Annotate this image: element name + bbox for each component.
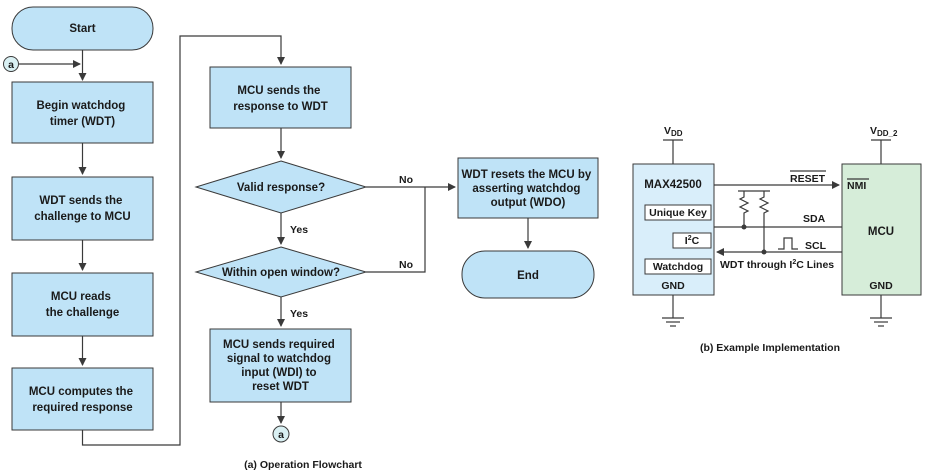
i2c-block xyxy=(672,232,712,249)
chip-name: MAX42500 xyxy=(644,179,702,191)
mcu-label: MCU xyxy=(868,226,894,238)
flowchart-caption: (a) Operation Flowchart xyxy=(244,459,362,471)
unique-key-label: Unique Key xyxy=(649,207,707,219)
valid-response-label: Valid response? xyxy=(237,182,325,194)
no-label-2: No xyxy=(399,259,413,271)
watchdog-block xyxy=(644,258,712,275)
sda-label: SDA xyxy=(803,213,826,225)
wdt-reset-box xyxy=(457,157,599,219)
sends-signal-box xyxy=(209,328,352,403)
yes-label-1: Yes xyxy=(290,224,308,236)
vdd-label: VDD xyxy=(664,125,683,138)
connector-a-bottom: a xyxy=(272,425,290,443)
chip-gnd-label: GND xyxy=(661,280,685,292)
reads-challenge-box xyxy=(11,272,154,337)
reset-label: RESET xyxy=(790,173,826,185)
connector-a-top: a xyxy=(3,56,19,72)
i2c-label: I2C xyxy=(685,235,700,247)
end-label: End xyxy=(517,270,539,282)
end-terminal xyxy=(461,250,595,299)
clock-pulse-icon xyxy=(778,237,798,250)
svg-text:a: a xyxy=(8,59,14,71)
sends-challenge-box xyxy=(11,176,154,241)
computes-response-text: MCU computes the required response xyxy=(29,386,136,414)
reads-challenge-text: MCU reads the challenge xyxy=(46,291,120,319)
sends-challenge-text: WDT sends the challenge to MCU xyxy=(34,195,130,223)
sends-response-text: MCU sends the response to WDT xyxy=(233,85,328,113)
mcu-gnd-label: GND xyxy=(869,280,893,292)
sends-signal-text: MCU sends required signal to watchdog in… xyxy=(223,339,338,393)
computes-response-box xyxy=(11,367,154,431)
sends-response-box xyxy=(209,66,352,129)
begin-wdt-text: Begin watchdog timer (WDT) xyxy=(36,100,128,128)
svg-text:a: a xyxy=(278,429,284,441)
start-label: Start xyxy=(69,23,95,35)
wdt-reset-text: WDT resets the MCU by asserting watchdog… xyxy=(462,169,595,209)
watchdog-label: Watchdog xyxy=(653,261,703,273)
vdd2-label: VDD_2 xyxy=(870,125,898,138)
implementation-caption: (b) Example Implementation xyxy=(700,342,840,354)
no-label-1: No xyxy=(399,174,413,186)
mcu-chip xyxy=(841,163,922,296)
scl-label: SCL xyxy=(805,240,827,252)
resistor-sda xyxy=(738,191,750,227)
open-window-label: Within open window? xyxy=(222,267,340,279)
yes-label-2: Yes xyxy=(290,308,308,320)
nmi-label: NMI xyxy=(847,180,866,192)
begin-wdt-box xyxy=(11,81,154,144)
resistor-scl xyxy=(758,191,770,252)
unique-key-block xyxy=(644,204,712,221)
wdt-lines-label: WDT through I2C Lines xyxy=(720,259,834,271)
